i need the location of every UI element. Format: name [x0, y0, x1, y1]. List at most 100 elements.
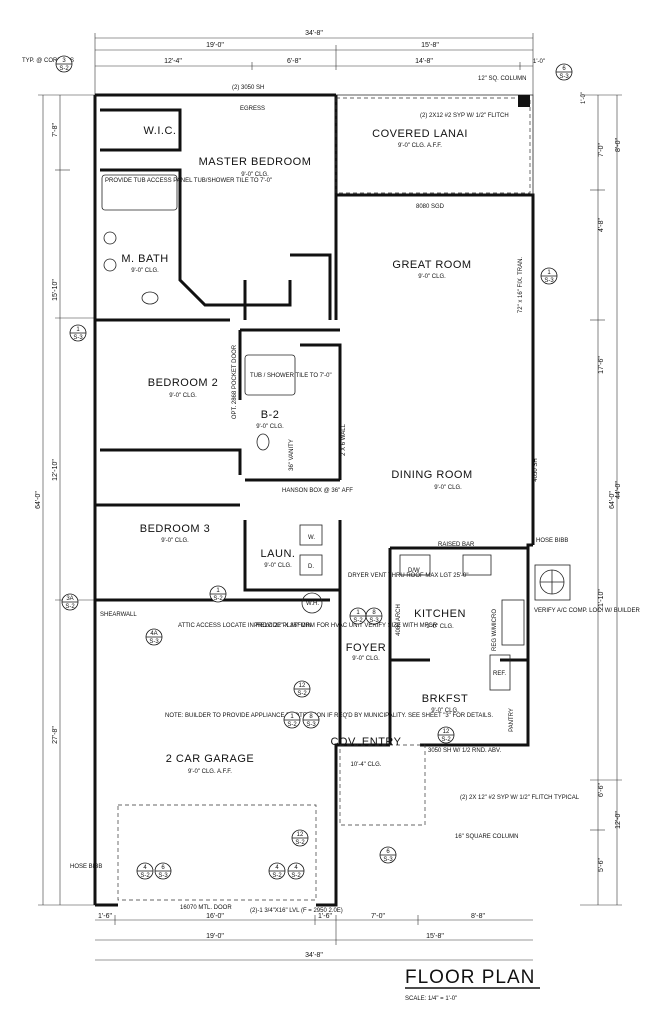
svg-text:1: 1 — [76, 327, 80, 333]
left-dim-2: 12'-10" — [52, 459, 59, 481]
bedroom3-name: BEDROOM 3 — [140, 523, 211, 535]
right-mid-1: 1'-0" — [581, 92, 587, 104]
dryer-icon — [299, 554, 323, 576]
lanai-name: COVERED LANAI — [372, 128, 468, 140]
master-tub-note: PROVIDE TUB ACCESS PANEL TUB/SHOWER TILE… — [105, 178, 272, 184]
title-block: FLOOR PLAN SCALE: 1/4" = 1'-0" — [405, 967, 540, 1002]
bottom-dim-6: 19'-0" — [206, 933, 224, 940]
svg-text:8: 8 — [372, 610, 376, 616]
typ-corners-note: TYP. @ CORNERS — [22, 58, 74, 64]
section-bubble: 1S-3 — [69, 324, 87, 342]
master-toilet-icon — [141, 291, 159, 305]
bottom-dim-7: 15'-8" — [426, 933, 444, 940]
right-mid-4: 17'-6" — [598, 356, 605, 374]
foyer-name: FOYER — [346, 642, 386, 654]
svg-text:S-2: S-2 — [297, 691, 307, 697]
section-bubble: 3AS-2 — [61, 593, 79, 611]
hose-bibb-left: HOSE BIBB — [70, 864, 102, 870]
master-sink-right-icon — [103, 258, 117, 272]
water-heater-icon — [301, 592, 323, 614]
lanai-ceiling: 9'-0" CLG. A.F.F. — [398, 143, 442, 149]
square-column-note: 16" SQUARE COLUMN — [455, 834, 518, 840]
svg-text:12: 12 — [299, 683, 306, 689]
section-bubble: 12S-2 — [437, 726, 455, 744]
right-dim-2: 44'-0" — [615, 481, 622, 499]
range-micro-note: REG W/MICRO — [492, 609, 498, 651]
b2-ceiling: 9'-0" CLG. — [256, 424, 284, 430]
svg-text:6: 6 — [562, 66, 566, 72]
top-dim-4: 6'-8" — [287, 58, 301, 65]
overall-top-dim: 34'-8" — [305, 30, 323, 37]
b2-name: B-2 — [261, 409, 280, 421]
right-dim-1: 8'-0" — [615, 138, 622, 152]
fix-transom-note: 72" x 16" FIX. TRAN. — [518, 257, 524, 314]
right-dim-3: 12'-0" — [615, 811, 622, 829]
right-mid-3: 4'-8" — [598, 218, 605, 232]
svg-text:S-3: S-3 — [544, 278, 554, 284]
interior-walls — [100, 108, 528, 745]
breakfast-ceiling: 9'-0" CLG. — [431, 708, 459, 714]
dishwasher-icon — [399, 554, 431, 576]
svg-text:S-2: S-2 — [59, 66, 69, 72]
dining-room-ceiling: 9'-0" CLG. — [434, 485, 462, 491]
fixtures — [101, 174, 571, 691]
foyer-ceiling: 9'-0" CLG. — [352, 656, 380, 662]
svg-text:12: 12 — [443, 729, 450, 735]
section-bubble: 6S-3 — [154, 862, 172, 880]
master-bedroom-ceiling: 9'-0" CLG. — [241, 172, 269, 178]
garage-name: 2 CAR GARAGE — [166, 753, 255, 765]
b2-tub-note: TUB / SHOWER TILE TO 7'-0" — [250, 373, 332, 379]
hvac-note: PROVIDE PLATFORM FOR HVAC UNIT VERIFY SI… — [254, 623, 438, 629]
kitchen-ceiling: 9'-0" CLG. — [426, 624, 454, 630]
water-heater-label: W.H. — [306, 601, 319, 607]
b2-toilet-icon — [256, 433, 270, 451]
window-3050-note: (2) 3050 SH — [232, 85, 264, 91]
egress-note: EGRESS — [240, 106, 265, 112]
top-dim-3: 12'-4" — [164, 58, 182, 65]
right-mid-5: 21'-10" — [598, 589, 605, 611]
cov-entry-ceiling: 10'-4" CLG. — [351, 762, 382, 768]
svg-text:S-3: S-3 — [559, 74, 569, 80]
left-dim-1: 15'-10" — [52, 279, 59, 301]
svg-text:S-3: S-3 — [306, 722, 316, 728]
svg-text:1: 1 — [547, 270, 551, 276]
entry-window-note: 3050 SH W/ 1/2 RND. ABV. — [428, 748, 501, 754]
svg-text:S-2: S-2 — [213, 596, 223, 602]
svg-text:4: 4 — [294, 865, 298, 871]
section-bubble: 6S-3 — [555, 63, 573, 81]
svg-text:6: 6 — [386, 849, 390, 855]
range-icon — [501, 599, 525, 646]
top-dim-1: 19'-0" — [206, 42, 224, 49]
svg-text:S-2: S-2 — [140, 873, 150, 879]
washer-label: W. — [308, 535, 315, 541]
ac-unit-icon — [534, 564, 571, 601]
laundry-ceiling: 9'-0" CLG. — [264, 563, 292, 569]
bottom-dim-3: 1'-6" — [318, 913, 332, 920]
section-bubbles: 3S-2 6S-3 1S-3 1S-3 1S-2 8S-3 3AS-2 4AS-… — [55, 55, 573, 880]
master-bedroom-name: MASTER BEDROOM — [199, 156, 312, 168]
right-overall-dim: 64'-0" — [609, 491, 616, 509]
section-bubble: 1S-3 — [540, 267, 558, 285]
svg-text:S-2: S-2 — [353, 618, 363, 624]
bottom-dim-2: 16'-0" — [206, 913, 224, 920]
svg-text:S-2: S-2 — [272, 873, 282, 879]
window-4050-note: 4050 SH — [533, 458, 539, 481]
right-mid-2: 7'-0" — [598, 143, 605, 157]
svg-text:4: 4 — [143, 865, 147, 871]
section-bubble: 1S-2 — [283, 711, 301, 729]
lvl-note: (2)-1 3/4"X16" LVL (F = 2950 2.0E) — [250, 908, 343, 914]
left-dim-top: 7'-8" — [52, 123, 59, 137]
right-mid-6: 6'-6" — [598, 783, 605, 797]
svg-text:4: 4 — [275, 865, 279, 871]
cov-entry-name: COV. ENTRY — [330, 736, 401, 748]
master-sink-left-icon — [103, 231, 117, 245]
shearwall-note: SHEARWALL — [100, 612, 137, 618]
arch-note: 4080 ARCH — [396, 604, 402, 636]
refrigerator-icon — [489, 654, 511, 691]
section-bubble: 12S-2 — [291, 829, 309, 847]
verify-ac-note: VERIFY A/C COMP. LOC. W/ BUILDER — [534, 608, 640, 614]
kitchen-sink-icon — [462, 554, 492, 576]
section-bubble: 8S-3 — [365, 607, 383, 625]
dryer-label: D. — [308, 564, 314, 570]
